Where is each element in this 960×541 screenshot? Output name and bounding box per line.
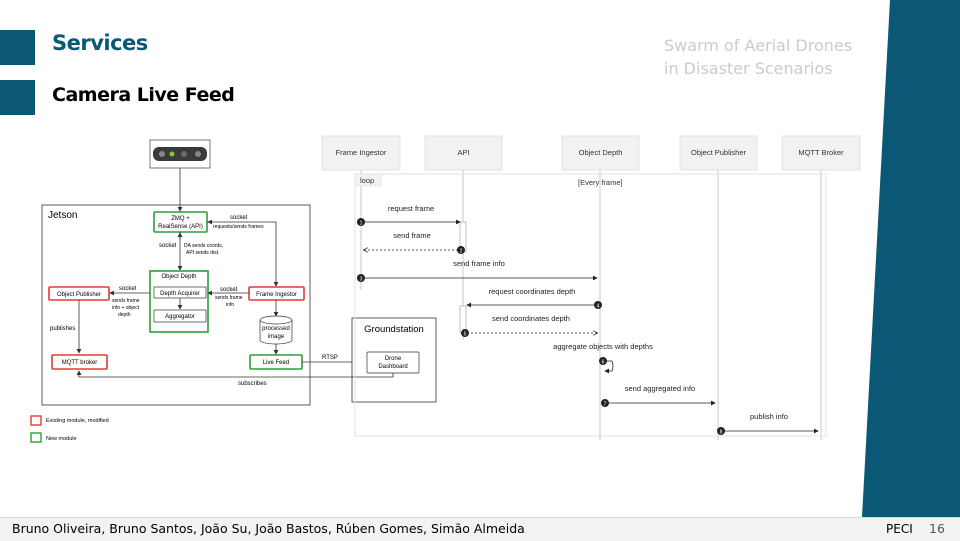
svg-text:API: API (457, 148, 469, 157)
title-marker (0, 30, 35, 65)
svg-text:4: 4 (597, 303, 600, 309)
rtsp-label: RTSP (322, 355, 338, 361)
svg-text:publish info: publish info (750, 412, 788, 421)
svg-text:6: 6 (602, 359, 605, 365)
svg-text:send coordinates depth: send coordinates depth (492, 314, 570, 323)
socket-top-note: requests/sends frames (213, 224, 264, 230)
object-publisher-label: Object Publisher (57, 292, 101, 298)
pub-note-3: depth (118, 312, 131, 318)
participant-frame-ingestor: Frame Ingestor (321, 135, 401, 171)
socket-pub-label: socket (119, 286, 137, 292)
legend-new-label: New module (46, 436, 77, 442)
frame-ingestor-label: Frame Ingestor (256, 292, 297, 298)
mqtt-broker-label: MQTT broker (62, 360, 98, 366)
footer-org: PECI (886, 522, 913, 536)
groundstation-label: Groundstation (364, 324, 424, 335)
socket-top-label: socket (230, 215, 248, 221)
participant-object-depth: Object Depth (561, 135, 640, 171)
svg-text:2: 2 (460, 248, 463, 254)
zmq-label-2: RealSense (API) (158, 224, 203, 230)
slide-title: Services (52, 31, 148, 55)
svg-text:8: 8 (720, 429, 723, 435)
camera-icon (149, 139, 211, 169)
message-8: 8 publish info (717, 412, 819, 435)
watermark-line1: Swarm of Aerial Drones (664, 36, 853, 55)
loop-tag (354, 173, 382, 187)
svg-text:7: 7 (604, 401, 607, 407)
loop-condition: [Every frame] (578, 178, 623, 187)
svg-text:send frame: send frame (393, 231, 431, 240)
object-depth-label: Object Depth (161, 274, 196, 280)
processed-label-2: image (268, 334, 285, 340)
legend-new-swatch (30, 432, 42, 443)
jetson-box (41, 204, 311, 406)
live-feed-label: Live Feed (263, 360, 289, 366)
svg-text:Object Publisher: Object Publisher (691, 148, 747, 157)
svg-text:3: 3 (360, 276, 363, 282)
processed-label-1: processed (262, 326, 290, 332)
drone-dashboard-label-2: Dashboard (378, 364, 407, 370)
watermark-line2: in Disaster Scenarios (664, 59, 833, 78)
svg-text:1: 1 (360, 220, 363, 226)
svg-text:send aggregated info: send aggregated info (625, 384, 695, 393)
participant-mqtt-broker: MQTT Broker (781, 135, 861, 171)
processed-image-store (259, 315, 293, 345)
message-5: 5 send coordinates depth (461, 314, 597, 337)
page-number: 16 (929, 521, 945, 536)
mqtt-broker-module (51, 354, 108, 370)
pub-note-1: sends frame (112, 298, 140, 304)
message-7: 7 send aggregated info (601, 384, 716, 407)
svg-text:Object Depth: Object Depth (579, 148, 623, 157)
message-6: 6 aggregate objects with depths (553, 342, 653, 374)
participant-api: API (424, 135, 503, 171)
message-3: 3 send frame info (357, 259, 598, 282)
publishes-label: publishes (50, 326, 75, 332)
footer-bar (0, 517, 960, 541)
legend-modified-swatch (30, 415, 42, 426)
frame-ingestor-module (248, 286, 305, 301)
svg-text:MQTT Broker: MQTT Broker (798, 148, 844, 157)
subtitle-marker (0, 80, 35, 115)
api-activation-2 (459, 305, 467, 334)
footer-authors: Bruno Oliveira, Bruno Santos, João Su, J… (12, 521, 525, 536)
zmq-label-1: ZMQ + (171, 216, 190, 222)
legend-modified-label: Existing module, modified (46, 418, 109, 424)
svg-text:request coordinates depth: request coordinates depth (489, 287, 576, 296)
svg-text:aggregate objects with depths: aggregate objects with depths (553, 342, 653, 351)
aggregator-label: Aggregator (165, 314, 195, 320)
svg-text:request frame: request frame (388, 204, 434, 213)
subscribes-label: subscribes (238, 381, 267, 387)
svg-text:send frame info: send frame info (453, 259, 505, 268)
loop-frame (354, 173, 827, 437)
message-4: 4 request coordinates depth (466, 287, 602, 309)
socket-left-label: socket (159, 243, 177, 249)
message-2: 2 send frame (364, 231, 465, 254)
da-note-2: API sends dist. (186, 250, 219, 256)
slide-subtitle: Camera Live Feed (52, 84, 235, 106)
loop-label: loop (360, 176, 374, 185)
drone-dashboard-label-1: Drone (385, 356, 402, 362)
aggregator-box (153, 309, 207, 323)
right-accent-shape (862, 0, 960, 517)
depth-acquirer-label: Depth Acquirer (160, 291, 200, 297)
jetson-label: Jetson (48, 210, 77, 221)
message-1: 1 request frame (357, 204, 461, 226)
participant-object-publisher: Object Publisher (679, 135, 758, 171)
svg-text:Frame Ingestor: Frame Ingestor (336, 148, 387, 157)
socket-mid-note-2: info (226, 302, 234, 308)
socket-mid-label: socket (220, 287, 238, 293)
da-note-1: DA sends coords, (184, 243, 223, 249)
socket-mid-note-1: sends frame (215, 295, 243, 301)
pub-note-2: info + object (112, 305, 140, 311)
svg-text:5: 5 (464, 331, 467, 337)
